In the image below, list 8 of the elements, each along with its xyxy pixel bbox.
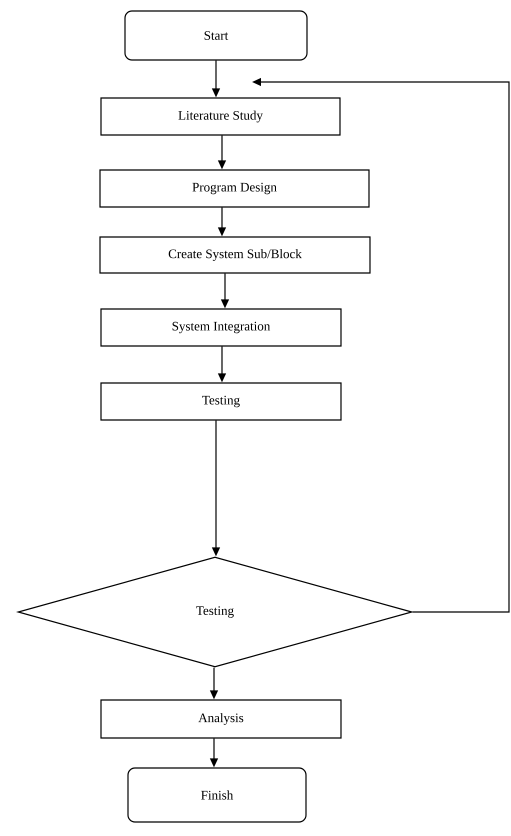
process-box: Create System Sub/Block — [99, 236, 371, 274]
process-box: Program Design — [99, 169, 370, 208]
process-box: Analysis — [100, 699, 342, 739]
process-box: Literature Study — [100, 97, 341, 136]
process-box: System Integration — [100, 308, 342, 347]
process-box: Testing — [100, 382, 342, 421]
start-terminal: Start — [124, 10, 308, 61]
finish-terminal: Finish — [127, 767, 307, 823]
